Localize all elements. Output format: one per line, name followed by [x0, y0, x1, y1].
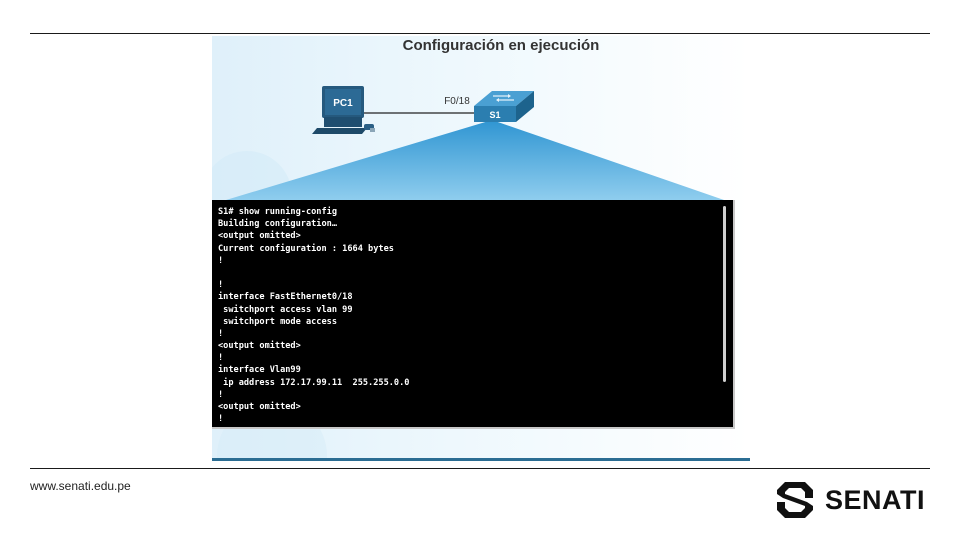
terminal-scrollbar[interactable] — [723, 206, 726, 382]
slide-image: PC1 F0/18 S1 Configuración en ejecución … — [212, 36, 750, 461]
senati-logo: SENATI — [775, 480, 925, 520]
footer-url[interactable]: www.senati.edu.pe — [30, 479, 131, 493]
switch-icon — [474, 91, 534, 122]
switch-label: S1 — [489, 110, 500, 120]
terminal-line: interface FastEthernet0/18 — [218, 292, 353, 303]
terminal-line: ! — [218, 414, 224, 425]
terminal-line: switchport access vlan 99 — [218, 304, 353, 315]
senati-logo-icon — [777, 482, 813, 518]
terminal-line: ! — [218, 328, 224, 339]
port-label: F0/18 — [444, 96, 470, 107]
terminal-line: Current configuration : 1664 bytes — [218, 243, 394, 254]
terminal-line: S1# show running-config — [218, 207, 337, 217]
terminal-line: Building configuration… — [218, 219, 337, 230]
pc-label: PC1 — [333, 98, 353, 109]
terminal-line: ip address 172.17.99.11 255.255.0.0 — [218, 377, 410, 388]
bottom-divider — [30, 468, 930, 469]
senati-logo-text: SENATI — [825, 484, 926, 515]
terminal-line: <output omitted> — [218, 231, 301, 242]
terminal-line — [218, 267, 409, 279]
terminal-line: ! — [218, 389, 224, 400]
terminal-line: ! — [218, 255, 224, 266]
terminal-line: <output omitted> — [218, 341, 301, 352]
terminal-line: switchport mode access — [218, 316, 337, 327]
pc-icon — [312, 86, 375, 134]
top-divider — [30, 33, 930, 34]
slide-bottom-bar — [212, 458, 750, 461]
terminal-line: <output omitted> — [218, 402, 301, 412]
focus-beam — [226, 120, 724, 200]
terminal-line: ! — [218, 353, 224, 364]
terminal-line: ! — [218, 280, 224, 291]
terminal-line: interface Vlan99 — [218, 365, 301, 376]
slide-title: Configuración en ejecución — [402, 37, 600, 54]
